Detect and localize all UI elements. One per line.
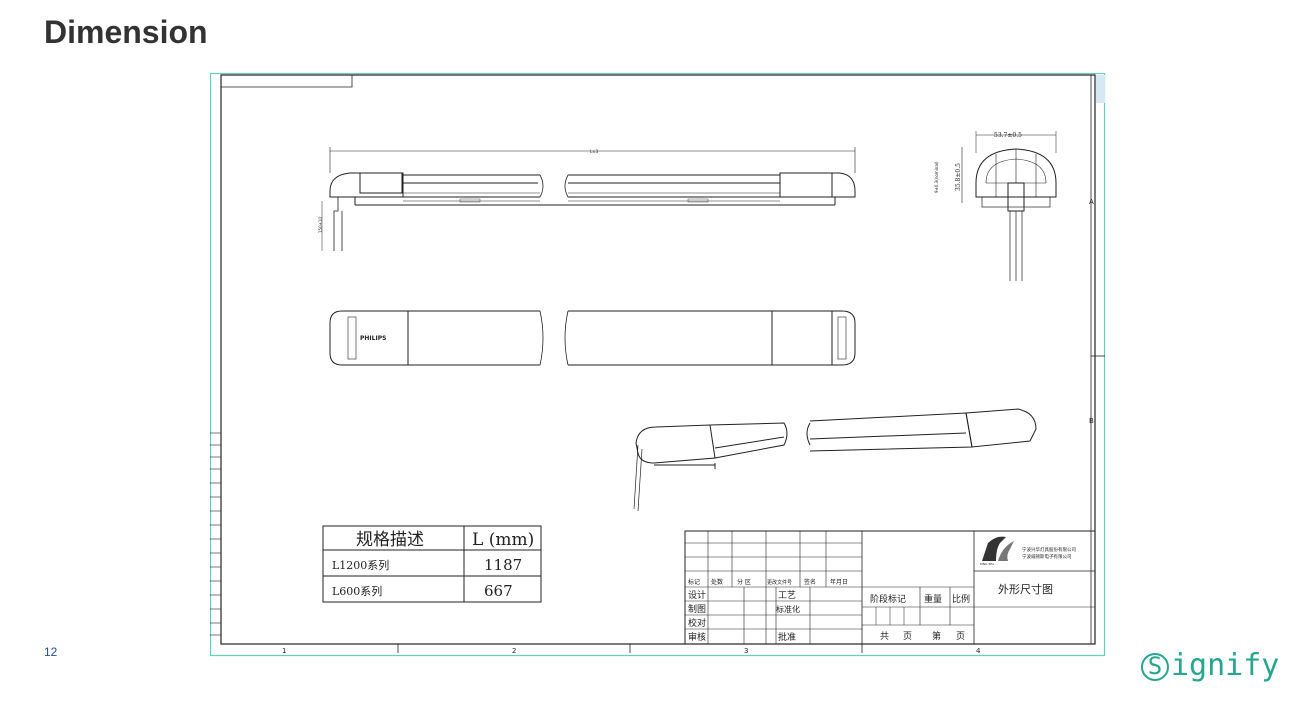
spec-row-model: L1200系列: [332, 558, 389, 572]
zone-label-3: 3: [744, 647, 748, 655]
dim-height-label: 35.8±0.5: [955, 163, 962, 191]
outer-frame: [210, 73, 1106, 657]
scrollbar-stub: [1096, 75, 1105, 103]
sheet-unit-label: 页: [903, 631, 912, 642]
drawing-name: 外形尺寸图: [998, 582, 1053, 596]
rev-header: 年月日: [830, 578, 848, 586]
rev-header: 分 区: [737, 578, 751, 586]
spec-header-desc: 规格描述: [356, 530, 424, 550]
sheet-no-label: 第: [932, 630, 941, 642]
spec-header-length: L (mm): [472, 530, 534, 550]
left-margin-boxes: [210, 432, 221, 636]
role-label: 设计: [688, 589, 706, 601]
spec-row-model: L600系列: [332, 584, 382, 598]
role-label: 审核: [688, 631, 706, 643]
svg-text:L±3: L±3: [590, 149, 599, 154]
end-view: 53.7±0.5 35.8±0.5 9±0.3(nominal): [934, 131, 1057, 281]
spec-row-length: 667: [484, 582, 513, 600]
zone-label-2: 2: [512, 647, 516, 655]
philips-brand-mark: PHILIPS: [360, 335, 386, 342]
sheets-total-label: 共: [880, 631, 889, 642]
stage-label: 阶段标记: [870, 593, 906, 605]
rev-header: 标记: [688, 578, 700, 586]
signify-logo-s-icon: S: [1141, 653, 1169, 681]
weight-label: 重量: [924, 593, 942, 605]
spec-row-length: 1187: [484, 556, 522, 574]
spec-table: 规格描述 L (mm) L1200系列 1187 L600系列 667: [322, 525, 542, 603]
scale-label: 比例: [952, 593, 970, 605]
rev-header: 更改文件号: [767, 579, 792, 586]
svg-text:150±10: 150±10: [318, 216, 323, 233]
company-logo-text: KING SEA: [980, 562, 995, 566]
title-block: 标记 处数 分 区 更改文件号 签名 年月日 设计 制图 校对 审核 工艺 标准…: [684, 530, 1096, 645]
rev-header: 处数: [711, 578, 723, 586]
technical-drawing: 1 2 3 4 A B L±3 150: [210, 73, 1106, 657]
role-label: 制图: [688, 603, 706, 615]
process-label: 批准: [778, 631, 796, 643]
zone-label-a: A: [1089, 198, 1094, 206]
page-number: 12: [44, 645, 58, 659]
process-label: 工艺: [778, 590, 796, 601]
side-view: L±3 150±10: [318, 147, 856, 251]
signify-logo-text: ignify: [1171, 648, 1280, 683]
svg-text:9±0.3(nominal): 9±0.3(nominal): [934, 161, 939, 193]
company-name-1: 宁波兴华灯具股份有限公司: [1022, 546, 1076, 553]
zone-label-1: 1: [282, 647, 286, 655]
process-label: 标准化: [776, 604, 800, 614]
rev-header: 签名: [804, 578, 816, 586]
company-logo-icon: [982, 536, 1006, 561]
role-label: 校对: [688, 617, 706, 629]
isometric-view: [633, 408, 1037, 512]
dim-width-label: 53.7±0.5: [994, 132, 1022, 139]
page-title: Dimension: [44, 14, 208, 50]
top-view: PHILIPS: [329, 310, 856, 366]
zone-label-b: B: [1089, 417, 1094, 425]
dimension-drawing-svg: 1 2 3 4 A B L±3 150: [210, 73, 1106, 657]
zone-label-4: 4: [976, 647, 981, 655]
company-name-2: 宁波威顿斯电子有限公司: [1022, 553, 1072, 560]
sheet-unit-label: 页: [956, 631, 965, 642]
